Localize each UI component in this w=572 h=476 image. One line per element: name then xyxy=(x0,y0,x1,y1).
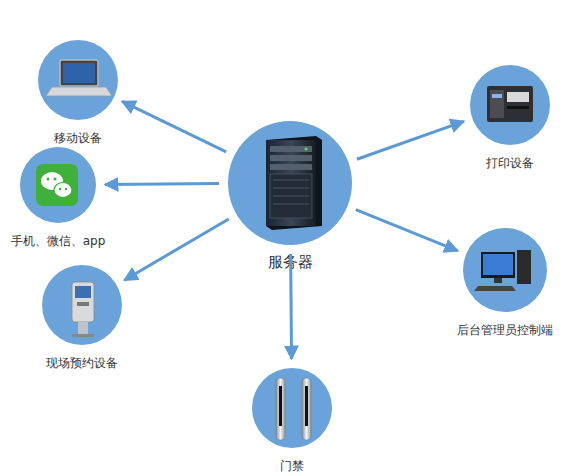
node-circle-shape xyxy=(38,40,118,120)
arrow-connector xyxy=(105,182,219,186)
node-circle-shape xyxy=(463,228,547,312)
node-circle-shape xyxy=(42,265,122,345)
device-node: 手机、微信、app xyxy=(0,147,133,250)
arrow-connector xyxy=(122,101,226,152)
node-label: 打印设备 xyxy=(486,155,534,172)
node-label: 服务器 xyxy=(268,253,313,272)
node-circle xyxy=(20,147,96,223)
node-label: 门禁 xyxy=(280,458,304,475)
node-circle xyxy=(470,65,550,145)
device-node: 打印设备 xyxy=(435,65,572,172)
arrow-connector xyxy=(357,121,464,159)
node-circle xyxy=(42,265,122,345)
node-circle xyxy=(228,121,352,245)
device-node: 现场预约设备 xyxy=(7,265,157,372)
node-circle-shape xyxy=(470,65,550,145)
node-label: 后台管理员控制端 xyxy=(457,322,553,339)
node-circle-shape xyxy=(228,121,352,245)
node-label: 移动设备 xyxy=(54,130,102,147)
node-label: 手机、微信、app xyxy=(11,233,106,250)
device-node: 服务器 xyxy=(215,121,365,272)
arrow-connector xyxy=(289,254,293,359)
device-node: 移动设备 xyxy=(3,40,153,147)
device-node: 门禁 xyxy=(217,368,367,475)
node-circle-shape xyxy=(252,368,332,448)
node-circle xyxy=(38,40,118,120)
device-node: 后台管理员控制端 xyxy=(430,228,572,339)
node-label: 现场预约设备 xyxy=(46,355,118,372)
arrow-connector xyxy=(356,210,458,251)
node-circle-shape xyxy=(20,147,96,223)
node-circle xyxy=(252,368,332,448)
node-circle xyxy=(463,228,547,312)
arrow-connector xyxy=(124,219,228,280)
